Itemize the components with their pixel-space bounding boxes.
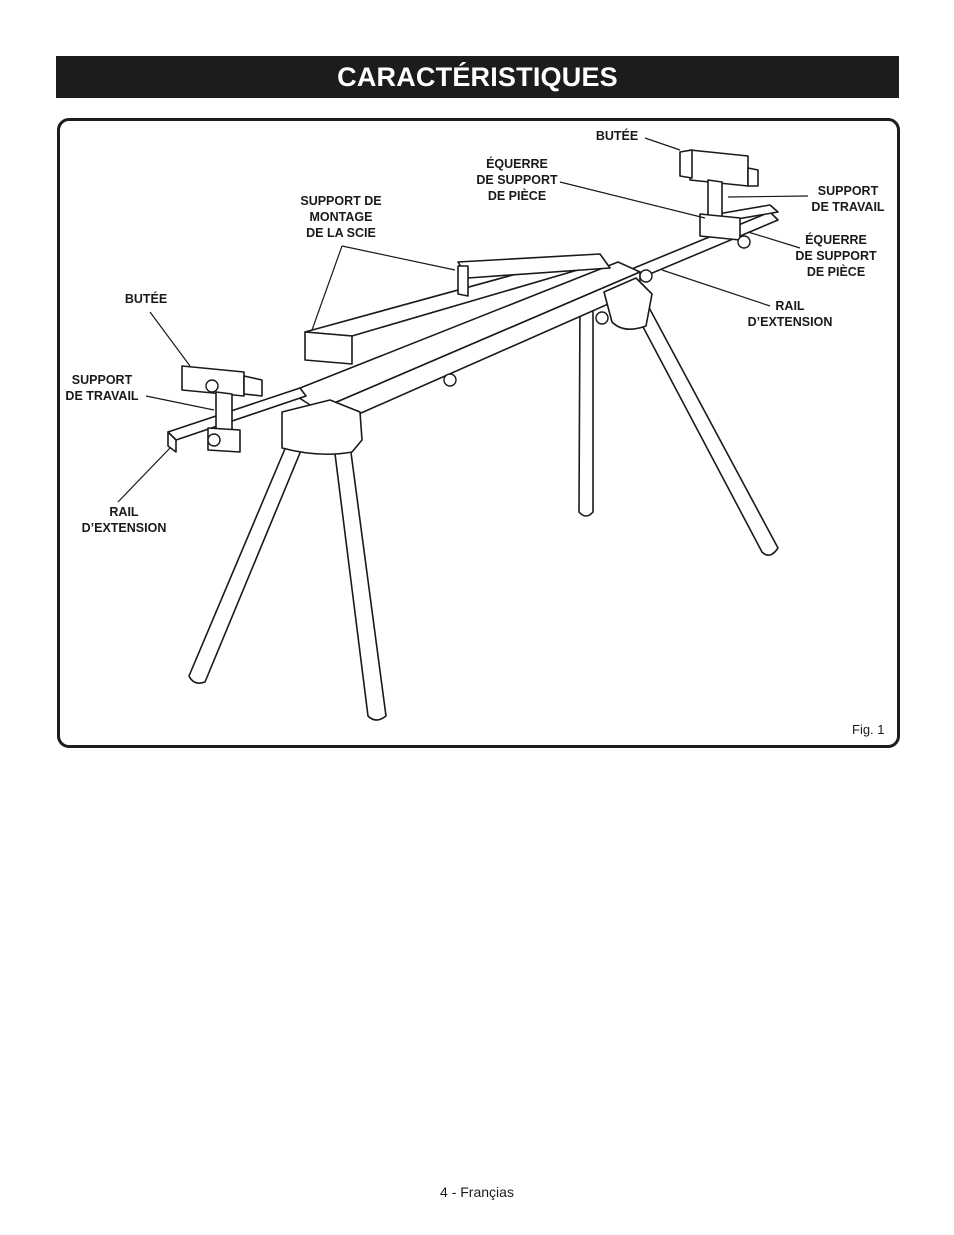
right-work-support-face	[689, 149, 749, 187]
right-work-support-roller-left	[679, 149, 693, 179]
callout-butee-left: BUTÉE	[124, 292, 168, 306]
right-leg-bracket	[603, 277, 653, 330]
callout-butee-top: BUTÉE	[595, 129, 639, 143]
back-leg-right	[631, 301, 779, 556]
callout-support-montage: SUPPORT DE MONTAGE DE LA SCIE	[300, 194, 382, 240]
callout-support-travail-right: SUPPORT DE TRAVAIL	[811, 184, 885, 214]
leader-support-travail-right	[727, 195, 809, 198]
back-leg-left	[578, 299, 594, 517]
right-locking-knob	[595, 311, 609, 325]
leader-rail-extension-left	[117, 447, 171, 503]
saw-mount-left-end	[304, 331, 353, 365]
leader-equerre-right	[747, 231, 801, 249]
leader-saw-mount-a	[341, 245, 456, 271]
leader-saw-mount-b	[311, 245, 343, 331]
page-footer: 4 - Françias	[440, 1184, 514, 1200]
callout-equerre-right: ÉQUERRE DE SUPPORT DE PIÈCE	[795, 233, 877, 279]
left-leg-bracket	[281, 399, 363, 456]
left-work-support-post	[215, 391, 233, 433]
right-work-support-clamp	[699, 213, 741, 241]
front-leg-right	[331, 429, 387, 721]
leader-support-travail-left	[145, 395, 215, 411]
section-title: CARACTÉRISTIQUES	[337, 61, 618, 92]
center-locking-knob	[443, 373, 457, 387]
right-rail-knob	[737, 235, 751, 249]
left-rail-knob	[207, 433, 221, 447]
left-support-knob	[205, 379, 219, 393]
front-leg-left	[188, 417, 313, 684]
right-work-support-roller-right	[747, 167, 759, 187]
leader-butee-left	[149, 311, 191, 367]
leader-rail-extension-right	[661, 269, 771, 307]
figure-label: Fig. 1	[852, 722, 885, 737]
section-header: CARACTÉRISTIQUES	[56, 56, 899, 98]
leader-butee-top	[644, 137, 681, 151]
callout-equerre-mid: ÉQUERRE DE SUPPORT DE PIÈCE	[476, 157, 558, 203]
callout-support-travail-left: SUPPORT DE TRAVAIL	[65, 373, 139, 403]
right-bracket-knob	[639, 269, 653, 283]
saw-mount-rear-end	[457, 265, 469, 297]
callout-rail-extension-right: RAIL D’EXTENSION	[747, 299, 833, 329]
figure-frame	[57, 118, 900, 748]
leader-equerre-mid	[559, 181, 706, 219]
left-rail-end	[167, 431, 177, 453]
callout-rail-extension-left: RAIL D’EXTENSION	[81, 505, 167, 535]
left-work-support-roller	[243, 375, 263, 397]
